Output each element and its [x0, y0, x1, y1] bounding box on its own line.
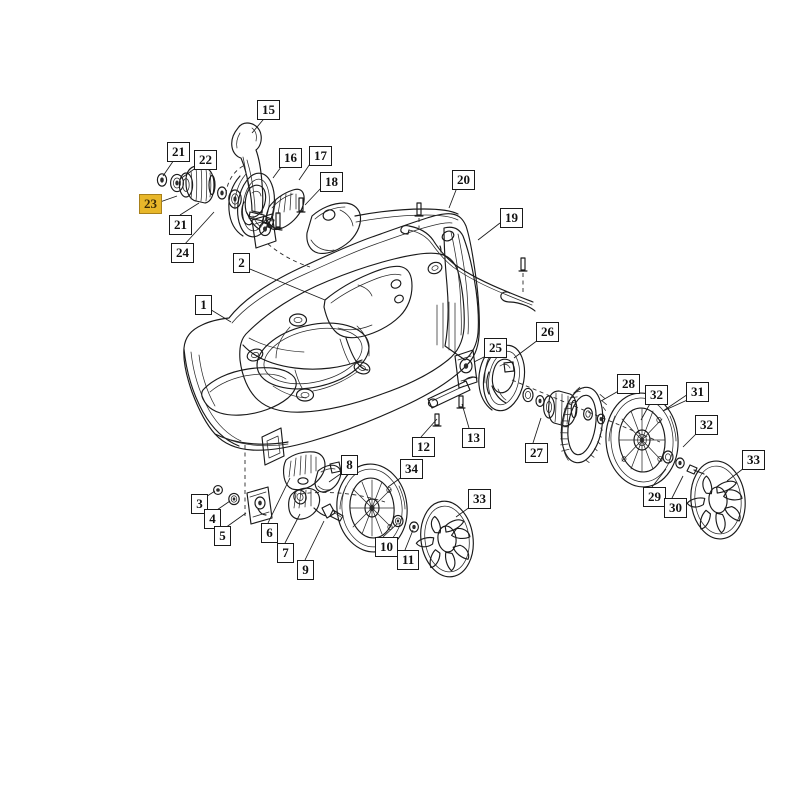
deck-left-bracket: [261, 427, 285, 466]
rear-wheel-31: [605, 392, 679, 488]
front-wheel-34: [336, 463, 408, 553]
callout-label-18[interactable]: 18: [320, 172, 343, 192]
control-lever-15: [231, 122, 265, 222]
callout-label-17[interactable]: 17: [309, 146, 332, 166]
callout-label-12[interactable]: 12: [412, 437, 435, 457]
callout-label-13[interactable]: 13: [462, 428, 485, 448]
washer-21-a: [156, 173, 168, 187]
callout-label-19[interactable]: 19: [500, 208, 523, 228]
front-wheel-washers: [392, 514, 419, 533]
callout-label-31[interactable]: 31: [686, 382, 709, 402]
callout-label-22[interactable]: 22: [194, 150, 217, 170]
callout-label-30[interactable]: 30: [664, 498, 687, 518]
callout-label-3[interactable]: 3: [191, 494, 208, 514]
sleeve-27: [543, 390, 578, 427]
callout-label-10[interactable]: 10: [375, 537, 398, 557]
ring-gear-28: [560, 386, 607, 464]
callout-label-7[interactable]: 7: [277, 543, 294, 563]
assembly-dash-1: [267, 243, 311, 268]
callout-label-15[interactable]: 15: [257, 100, 280, 120]
clutch-disc-assembly: [228, 172, 277, 249]
lever-travel-dash: [225, 165, 244, 195]
deck-rear-section: [427, 226, 479, 361]
grip-fastener-pins: [273, 197, 306, 229]
control-rod-19: [400, 225, 536, 312]
assembly-dash-3: [299, 492, 386, 503]
callout-label-33[interactable]: 33: [468, 489, 491, 509]
callout-label-25[interactable]: 25: [484, 338, 507, 358]
callout-label-4[interactable]: 4: [204, 509, 221, 529]
callout-label-21[interactable]: 21: [167, 142, 190, 162]
callout-label-16[interactable]: 16: [279, 148, 302, 168]
callout-label-5[interactable]: 5: [214, 526, 231, 546]
callout-label-21[interactable]: 21: [169, 215, 192, 235]
callout-label-6[interactable]: 6: [261, 523, 278, 543]
bearing-22: [170, 173, 184, 193]
rod-pins-20: [414, 202, 528, 292]
front-drive-parts: [282, 451, 344, 522]
drive-shaft-spacers: [522, 387, 606, 427]
callout-label-27[interactable]: 27: [525, 443, 548, 463]
rear-hubcap-33: [686, 460, 746, 540]
callout-label-9[interactable]: 9: [297, 560, 314, 580]
small-hardware-345: [213, 485, 273, 525]
callout-label-33[interactable]: 33: [742, 450, 765, 470]
pinion-gear-23: [178, 165, 216, 204]
callout-label-34[interactable]: 34: [400, 459, 423, 479]
callout-label-32[interactable]: 32: [645, 385, 668, 405]
handle-grip-17: [265, 188, 305, 231]
callout-label-1[interactable]: 1: [195, 295, 212, 315]
callout-label-24[interactable]: 24: [171, 243, 194, 263]
handle-bracket-18: [306, 202, 459, 255]
washer-21-b: [217, 186, 227, 200]
front-hubcap-33: [415, 500, 474, 578]
callout-label-2[interactable]: 2: [233, 253, 250, 273]
callout-label-28[interactable]: 28: [617, 374, 640, 394]
callout-label-23[interactable]: 23: [139, 194, 162, 214]
callout-label-11[interactable]: 11: [397, 550, 420, 570]
engine-unit: [323, 265, 413, 371]
drive-pulley-26: [478, 344, 526, 412]
callout-label-26[interactable]: 26: [536, 322, 559, 342]
callout-label-20[interactable]: 20: [452, 170, 475, 190]
callout-label-29[interactable]: 29: [643, 487, 666, 507]
rear-wheel-hardware: [662, 450, 705, 475]
callout-label-32[interactable]: 32: [695, 415, 718, 435]
mower-deck-assembly: [183, 213, 480, 466]
callout-label-8[interactable]: 8: [341, 455, 358, 475]
